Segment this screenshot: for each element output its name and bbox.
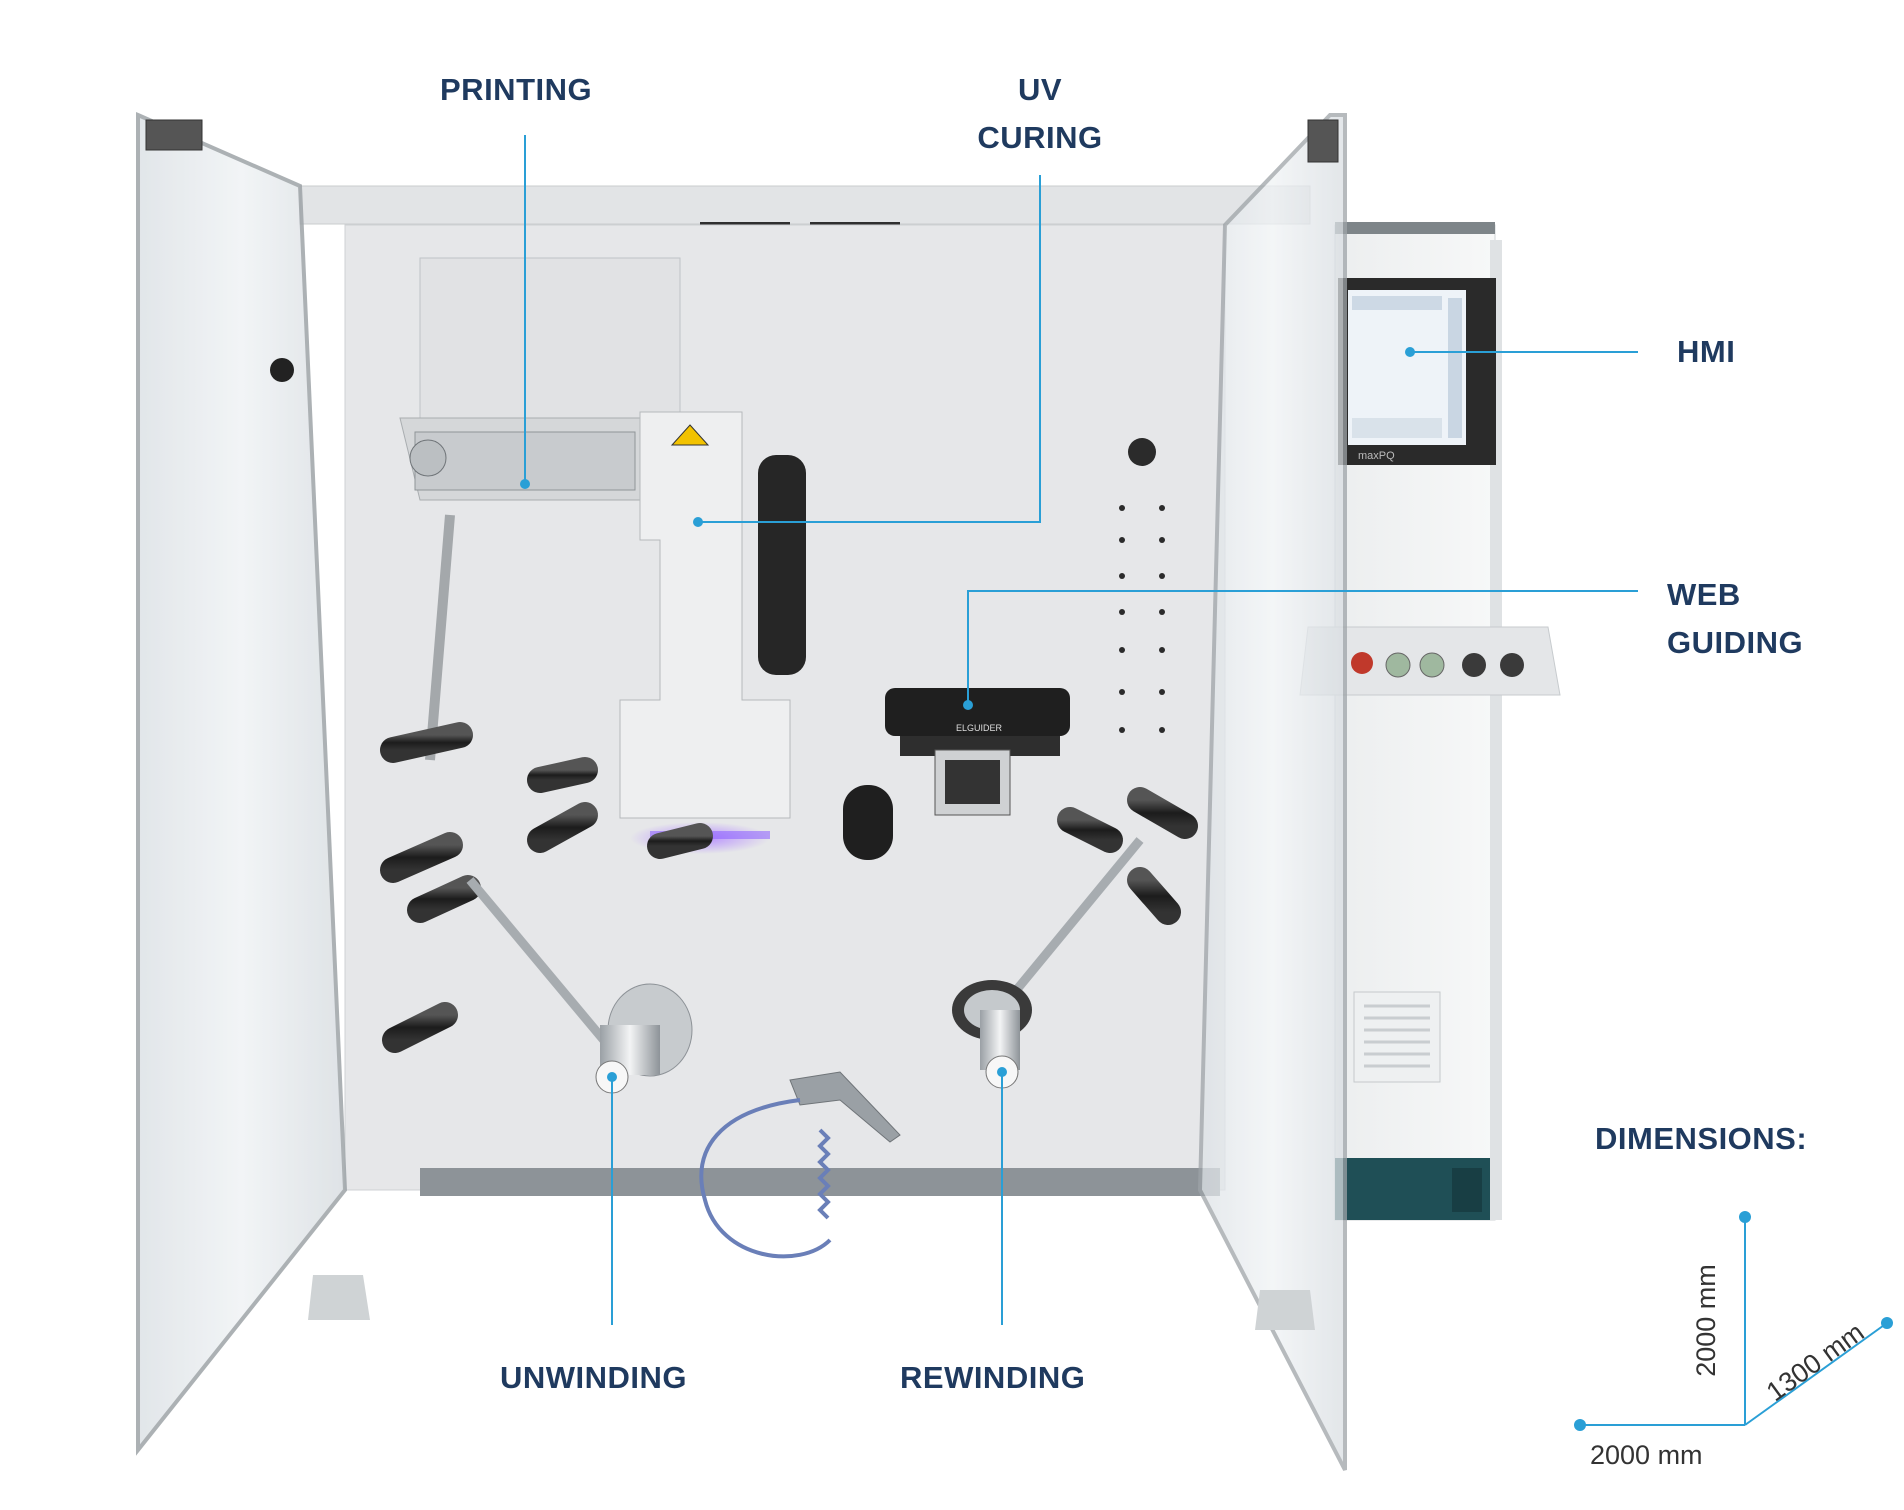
dimension-axes (1580, 1217, 1888, 1426)
unwind-shaft (595, 983, 693, 1094)
label-printing: PRINTING (440, 72, 593, 107)
printing-unit (399, 257, 681, 761)
left-door (136, 111, 370, 1456)
label-web-guiding-line1: WEB (1667, 577, 1741, 612)
hmi-brand: maxPQ (1358, 450, 1395, 462)
callout-lines (524, 135, 1638, 1325)
label-uv-curing-line1: UV (1017, 72, 1063, 107)
label-uv-curing: UV CURING (960, 66, 1120, 162)
hmi-screen: maxPQ (1338, 278, 1496, 465)
control-panel (1299, 626, 1561, 696)
web-guider: ELGUIDER (885, 688, 1070, 816)
idler-rollers (380, 722, 1198, 1053)
dimension-width: 2000 mm (1590, 1440, 1703, 1470)
label-unwinding: UNWINDING (500, 1360, 688, 1395)
guider-brand: ELGUIDER (956, 723, 1003, 733)
top-frame (299, 185, 1311, 225)
label-web-guiding: WEB GUIDING (1667, 571, 1803, 667)
label-rewinding: REWINDING (900, 1360, 1086, 1395)
air-gun (699, 1071, 901, 1259)
label-hmi: HMI (1677, 334, 1736, 369)
dancer-roller (843, 785, 893, 860)
callout-dots (520, 347, 1415, 710)
label-uv-curing-line2: CURING (977, 120, 1103, 155)
right-door (1197, 113, 1347, 1471)
dimension-height: 2000 mm (1690, 1264, 1721, 1377)
label-dimensions: DIMENSIONS: (1595, 1121, 1808, 1156)
label-web-guiding-line2: GUIDING (1667, 625, 1804, 660)
uv-curing-unit (619, 411, 806, 854)
rewind-shaft (952, 980, 1032, 1089)
